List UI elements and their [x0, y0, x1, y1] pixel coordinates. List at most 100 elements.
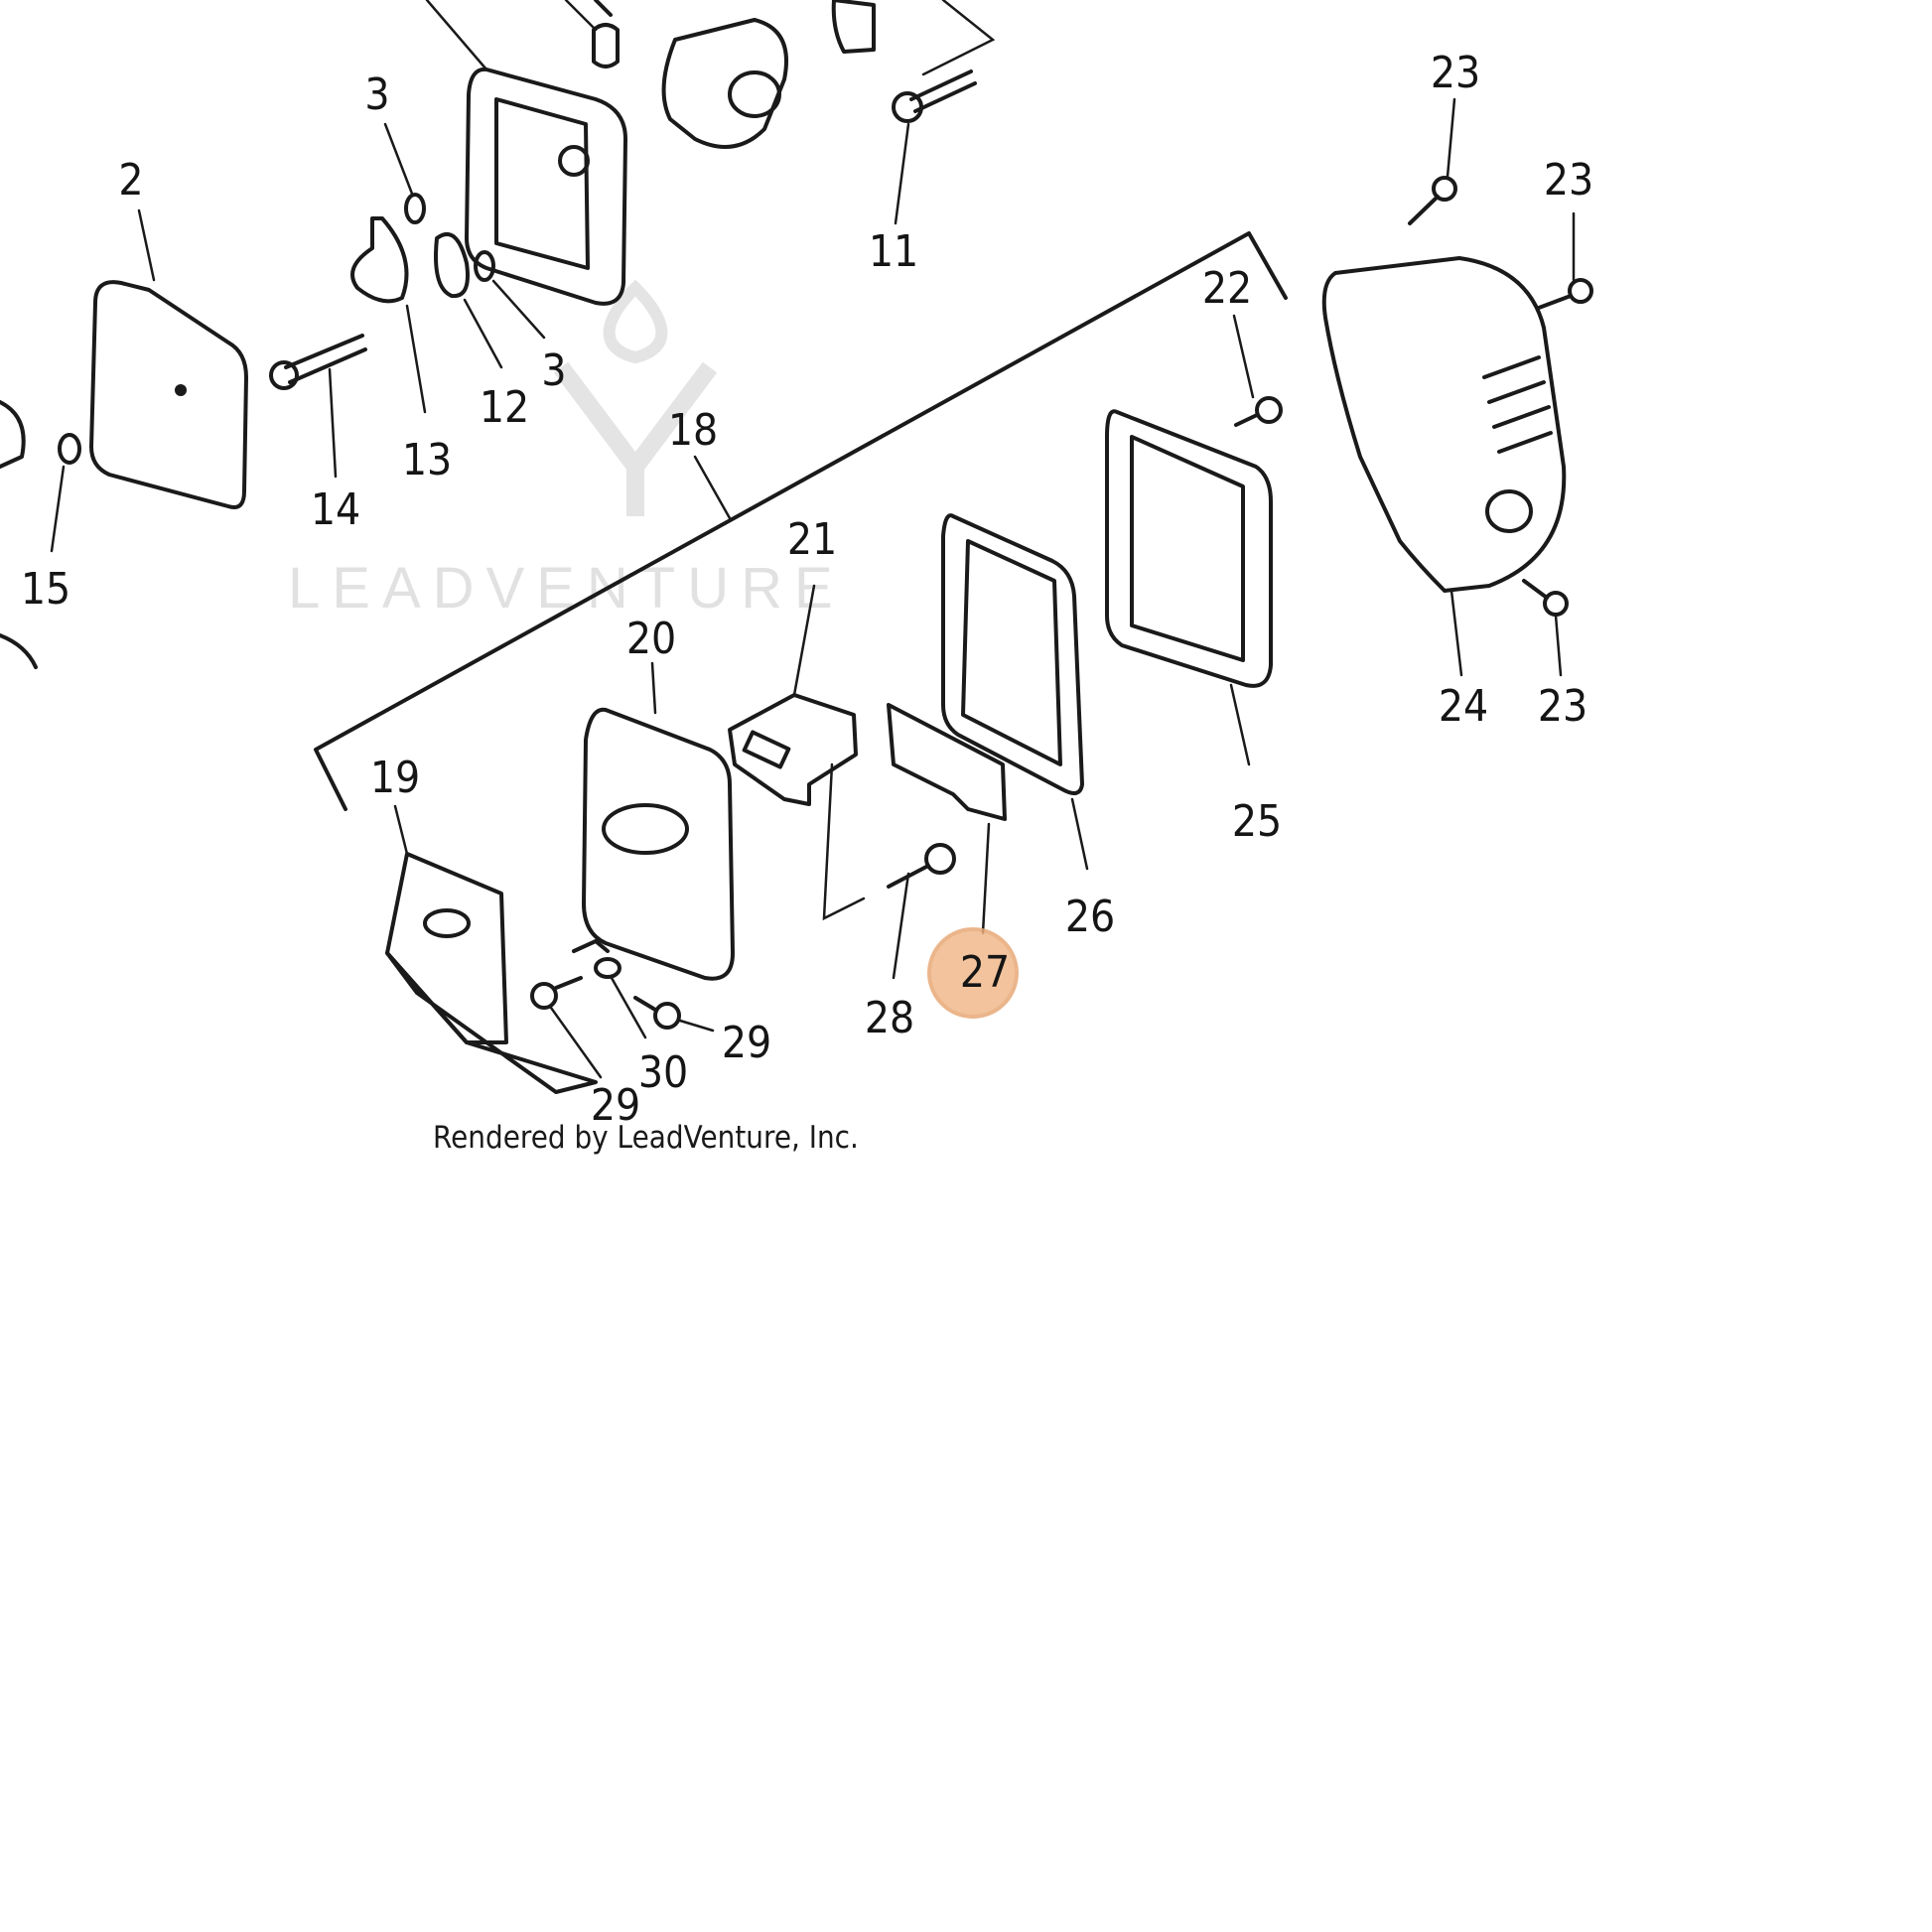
engine-cover-part-24[interactable]	[1321, 256, 1567, 593]
muffler-body-part-20[interactable]	[582, 707, 735, 981]
callout-25[interactable]: 25	[1232, 796, 1282, 847]
callout-22[interactable]: 22	[1202, 263, 1252, 314]
air-cleaner-base-part[interactable]	[0, 633, 38, 669]
spark-arrester-slot	[742, 730, 791, 769]
callout-23b[interactable]: 23	[1544, 155, 1593, 206]
air-cleaner-cover-hole	[175, 384, 187, 396]
bolt-head-29a[interactable]	[530, 982, 558, 1010]
bolt-head-23c[interactable]	[1543, 591, 1569, 617]
bolt-shank-23a	[1408, 195, 1440, 225]
watermark-logo-icon	[553, 361, 718, 516]
bolt-part-11[interactable]	[909, 69, 977, 113]
engine-cover-vent-1	[1482, 355, 1541, 379]
bolt-shank-29a	[554, 976, 583, 990]
callout-23c[interactable]: 23	[1538, 681, 1587, 732]
callout-11[interactable]: 11	[869, 226, 918, 277]
engine-cover-port	[1485, 489, 1533, 533]
leader-21b	[822, 762, 866, 921]
o-ring-part[interactable]	[58, 433, 81, 465]
bolt-head-22[interactable]	[1255, 396, 1283, 424]
callout-12[interactable]: 12	[480, 382, 529, 433]
callout-15[interactable]: 15	[21, 564, 70, 615]
render-credit: Rendered by LeadVenture, Inc.	[433, 1120, 859, 1156]
callout-28[interactable]: 28	[865, 993, 914, 1043]
engine-cover-vent-2	[1487, 380, 1546, 404]
callout-labels: 2 3 3 11 12 13 14 15 18 19 20 21 22 23 2…	[21, 48, 1593, 1131]
watermark-flame-icon	[603, 279, 668, 364]
callout-23a[interactable]: 23	[1431, 48, 1480, 98]
bolt-head-23b[interactable]	[1568, 278, 1593, 304]
spark-arrester-part-21[interactable]	[728, 693, 858, 806]
gasket-part-12[interactable]	[434, 231, 470, 299]
bolt-shank-22	[1234, 413, 1259, 427]
bolt-head-23a[interactable]	[1432, 176, 1457, 202]
bolt-head-part-14	[269, 360, 299, 390]
leader-23a	[1446, 97, 1456, 179]
callout-29b[interactable]: 29	[722, 1018, 771, 1068]
leader-28	[892, 872, 910, 980]
bolt-shank-29b	[633, 996, 657, 1012]
callout-19[interactable]: 19	[370, 753, 420, 803]
gasket-part-27[interactable]	[887, 703, 1007, 821]
callout-3b[interactable]: 3	[541, 345, 566, 396]
callout-26[interactable]: 26	[1065, 892, 1115, 942]
upper-parts-group	[0, 0, 996, 669]
callout-20[interactable]: 20	[626, 614, 676, 664]
leader-19	[393, 804, 409, 856]
muffler-cover-inner	[1130, 435, 1245, 662]
gasket-frame-part-26[interactable]	[941, 513, 1084, 795]
gasket-top-part[interactable]	[831, 0, 876, 54]
washer-part-3b[interactable]	[474, 250, 495, 282]
callout-27[interactable]: 27	[960, 947, 1010, 998]
highlight-marker	[927, 927, 1019, 1019]
callout-13[interactable]: 13	[402, 435, 452, 485]
leader-13	[405, 304, 427, 414]
leader-3b	[491, 279, 546, 340]
carburetor-part[interactable]	[661, 18, 788, 149]
bracket-top-right	[921, 0, 996, 76]
washer-part-3a[interactable]	[404, 193, 426, 224]
leader-11	[894, 122, 910, 225]
leader-top	[425, 0, 488, 71]
leader-20	[650, 661, 657, 715]
gasket-frame-inner	[961, 539, 1062, 766]
bolt-part-14[interactable]	[284, 334, 367, 384]
washer-part-30[interactable]	[594, 957, 621, 979]
clamp-part-30[interactable]	[572, 939, 610, 953]
watermark-text: LEADVENTURE	[288, 556, 845, 621]
bracket-part-13[interactable]	[350, 216, 409, 304]
callout-21[interactable]: 21	[787, 514, 837, 565]
callout-29a[interactable]: 29	[591, 1080, 640, 1131]
clip-part[interactable]	[594, 0, 613, 17]
carburetor-throat	[728, 70, 781, 118]
air-cleaner-case-part[interactable]	[465, 67, 627, 306]
bolt-head-29b[interactable]	[653, 1002, 681, 1030]
leader-27	[981, 822, 991, 935]
bolt-head-28[interactable]	[924, 843, 956, 875]
bolt-shank-23b	[1537, 294, 1573, 310]
callout-2[interactable]: 2	[118, 155, 143, 206]
callout-18[interactable]: 18	[668, 405, 718, 456]
air-cleaner-case-inner	[494, 97, 590, 270]
leader-29b	[678, 1019, 715, 1033]
callout-30[interactable]: 30	[638, 1047, 688, 1098]
gasket-plate-port	[423, 908, 471, 938]
air-cleaner-cover-part[interactable]	[89, 280, 248, 509]
leader-2	[137, 208, 156, 282]
leader-25	[1229, 683, 1251, 766]
watermark: LEADVENTURE	[288, 279, 845, 621]
muffler-cover-part-25[interactable]	[1105, 409, 1273, 688]
leader-30	[610, 976, 647, 1039]
grommet-part[interactable]	[592, 23, 620, 69]
engine-cover-vent-3	[1492, 405, 1551, 429]
heat-shield-part[interactable]	[385, 951, 598, 1094]
air-filter-element-part[interactable]	[0, 400, 26, 469]
leader-18	[693, 455, 732, 520]
callout-3a[interactable]: 3	[364, 69, 389, 120]
assembly-bracket-18	[314, 231, 1288, 811]
engine-cover-vent-4	[1497, 431, 1553, 454]
callout-14[interactable]: 14	[311, 484, 360, 535]
callout-24[interactable]: 24	[1439, 681, 1488, 732]
leader-23c	[1554, 614, 1563, 677]
